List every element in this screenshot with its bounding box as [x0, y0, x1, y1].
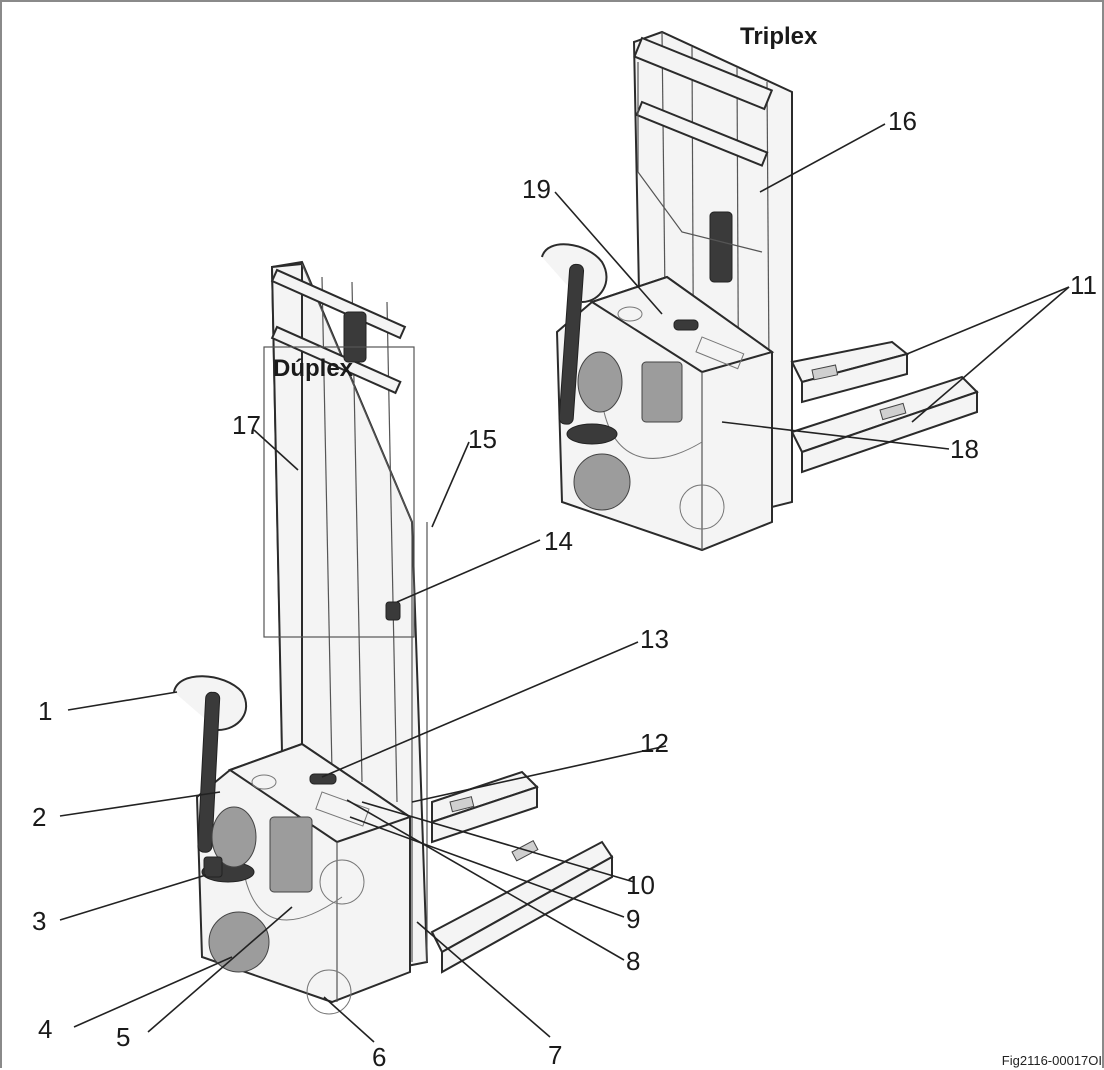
callout-3: 3: [32, 906, 46, 936]
callout-16: 16: [888, 106, 917, 136]
callout-12: 12: [640, 728, 669, 758]
triplex-drive-motor: [573, 453, 631, 511]
duplex-load-wheel: [306, 969, 352, 1015]
callout-10: 10: [626, 870, 655, 900]
duplex-tiller-arm: [197, 691, 221, 853]
callout-2: 2: [32, 802, 46, 832]
callout-11: 11: [1070, 270, 1097, 300]
heading-duplex: Dúplex: [273, 355, 354, 382]
duplex-mast-top-bar: [270, 268, 407, 340]
callout-6: 6: [372, 1042, 386, 1070]
duplex-battery: [269, 816, 313, 893]
callout-14: 14: [544, 526, 573, 556]
triplex-battery: [641, 361, 683, 423]
callout-15: 15: [468, 424, 497, 454]
callout-17: 17: [232, 410, 261, 440]
callout-9: 9: [626, 904, 640, 934]
triplex-tiller-base: [566, 423, 618, 445]
duplex-drive-motor: [208, 911, 270, 973]
heading-triplex: Triplex: [740, 23, 818, 50]
figure-reference: Fig2116-00017OI: [1002, 1053, 1102, 1068]
callout-5: 5: [116, 1022, 130, 1052]
callout-13: 13: [640, 624, 669, 654]
callout-19: 19: [522, 174, 551, 204]
callout-8: 8: [626, 946, 640, 976]
callout-18: 18: [950, 434, 979, 464]
duplex-truck: [173, 260, 614, 1015]
callout-7: 7: [548, 1040, 562, 1070]
triplex-mast-top-bar: [633, 36, 774, 111]
callout-1: 1: [38, 696, 52, 726]
triplex-tiller-arm: [558, 263, 585, 425]
callout-numbers: 1 2 3 4 5 6 7 8 9 10 11 12 13 14 15 16 1…: [32, 106, 1097, 1070]
duplex-lift-cylinder: [343, 311, 367, 363]
leader-lines: [59, 123, 1070, 1043]
triplex-lift-cylinder: [709, 211, 733, 283]
triplex-truck: [541, 30, 979, 552]
callout-4: 4: [38, 1014, 52, 1044]
